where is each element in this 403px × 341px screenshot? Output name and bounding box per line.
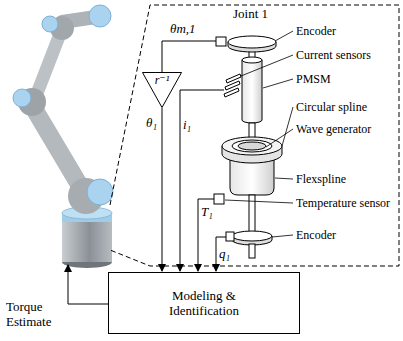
robot-arm <box>62 222 112 262</box>
joint-drivetrain <box>242 57 262 63</box>
robot-arm <box>13 89 31 107</box>
leader-lines <box>272 235 293 237</box>
signal-arrow <box>162 108 163 271</box>
part-name: Wave generator <box>296 122 371 136</box>
joint-drivetrain <box>214 36 282 258</box>
joint-drivetrain <box>222 137 282 155</box>
leader-lines <box>225 31 293 237</box>
part-name: Encoder <box>296 228 336 242</box>
joint-drivetrain <box>224 88 239 97</box>
robot-arm <box>13 5 113 268</box>
joint-drivetrain <box>228 36 276 48</box>
triangle-shape <box>143 73 182 108</box>
process-box: Modeling & Identification <box>108 272 300 334</box>
signal-name: i₁ <box>183 118 191 132</box>
part-name: Temperature sensor <box>296 196 390 210</box>
signal-name: q₁ <box>219 247 230 261</box>
part-name: Current sensors <box>296 48 371 62</box>
signal-name: θ₁ <box>146 116 157 130</box>
robot-arm <box>36 112 80 186</box>
joint-callout <box>110 5 399 266</box>
leader-lines <box>275 178 293 179</box>
joint-drivetrain <box>249 195 255 232</box>
joint-drivetrain <box>216 37 226 46</box>
leader-lines <box>241 55 293 76</box>
robot-arm <box>87 179 113 205</box>
gear-ratio-triangle: r⁻¹ <box>142 72 182 108</box>
joint-title: Joint 1 <box>233 7 268 21</box>
robot-arm <box>42 16 58 32</box>
signal-name: T₁ <box>201 205 213 219</box>
signal-wires <box>68 265 108 304</box>
leader-lines <box>263 79 293 88</box>
signal-wires <box>198 199 214 271</box>
signal-name: θm,1 <box>170 22 196 36</box>
signal-wires <box>162 41 216 72</box>
robot-arm <box>36 34 60 96</box>
leader-lines <box>282 107 293 146</box>
joint-drivetrain <box>232 140 272 152</box>
robot-arm <box>89 5 111 27</box>
joint-drivetrain <box>238 142 266 150</box>
joint-drivetrain <box>226 232 234 241</box>
joint-drivetrain <box>232 231 272 241</box>
joint-drivetrain <box>214 194 224 204</box>
part-name: PMSM <box>296 72 331 86</box>
part-name: Flexspline <box>296 172 346 186</box>
node-text: r⁻¹ <box>142 74 182 87</box>
leader-lines <box>266 129 293 147</box>
signal-wires <box>180 90 224 271</box>
joint-drivetrain <box>249 244 255 258</box>
part-name: Circular spline <box>296 100 367 114</box>
node-text: Modeling & Identification <box>164 288 244 318</box>
leader-lines <box>275 31 293 41</box>
joint-drivetrain <box>242 60 262 123</box>
signal-wires <box>68 41 226 304</box>
leader-lines <box>225 200 293 203</box>
output-label: Torque Estimate <box>6 299 62 329</box>
part-name: Encoder <box>296 24 336 38</box>
